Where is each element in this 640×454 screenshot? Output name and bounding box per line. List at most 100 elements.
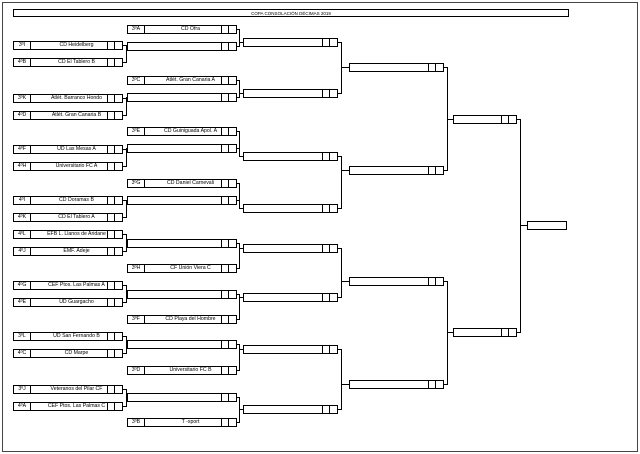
round2-slot [243,293,338,302]
team-code: 4ºL [14,231,31,238]
team-code: 3ºE [128,128,145,135]
connector-line [447,332,453,333]
score-cell [107,146,115,153]
team-code: 3ºD [128,367,145,374]
score-cell [501,329,509,336]
connector-line [239,156,243,157]
score-cell [107,163,115,170]
connector-line [447,119,453,120]
connector-line [123,406,127,407]
quarterfinal-slot [349,166,444,175]
score-cell [221,197,229,204]
score-cell [228,316,236,323]
connector-line [338,208,342,209]
connector-line [123,45,127,46]
team-name: EFB L. Llanos de Aridane [47,231,106,237]
score-cell [107,282,115,289]
connector-line [123,217,127,218]
team-name: UD San Fernando B [53,333,100,339]
semifinal-slot [453,115,517,124]
connector-line [444,281,448,282]
connector-line [520,119,521,333]
team-code: 4ºC [14,350,31,357]
team-name: CEF Ptos. Las Palmas C [47,403,106,409]
team-code: 3ºL [14,333,31,340]
connector-line [239,294,240,320]
score-cell [107,59,115,66]
round2-slot [243,244,338,253]
score-cell [435,64,443,71]
connector-line [237,243,240,244]
score-cell [114,386,122,393]
semifinal-slot [453,328,517,337]
connector-line [237,422,240,423]
round1-winner-slot [127,144,237,153]
score-cell [501,116,509,123]
team-code: 4ºA [14,403,31,410]
round1-winner-slot [127,393,237,402]
score-cell [329,245,337,252]
connector-line [237,200,240,201]
entry-slot: 4ºL EFB L. Llanos de Aridane [13,230,123,239]
connector-line [123,62,127,63]
team-name: CD Heidelberg [59,42,94,48]
score-cell [221,180,229,187]
score-cell [322,294,330,301]
team-name: Atlét. Gran Canaria A [165,77,216,83]
team-code: 4ºI [14,197,31,204]
score-cell [221,128,229,135]
connector-line [447,281,448,385]
score-cell [221,291,229,298]
team-name: Universitario FC A [55,163,98,169]
score-cell [228,43,236,50]
score-cell [228,394,236,401]
round1-winner-slot [127,93,237,102]
connector-line [123,115,127,116]
score-cell [228,128,236,135]
score-cell [329,90,337,97]
score-cell [228,145,236,152]
quarterfinal-slot [349,63,444,72]
connector-line [239,349,243,350]
quarterfinal-slot [349,380,444,389]
entry-slot: 4ºA CEF Ptos. Las Palmas C [13,402,123,411]
score-cell [428,167,436,174]
round1-winner-slot [127,239,237,248]
connector-line [338,93,342,94]
score-cell [322,205,330,212]
score-cell [221,240,229,247]
score-cell [114,59,122,66]
score-cell [221,94,229,101]
score-cell [114,248,122,255]
quarterfinal-slot [349,277,444,286]
score-cell [107,214,115,221]
connector-line [239,80,240,98]
connector-line [123,353,127,354]
score-cell [114,42,122,49]
score-cell [228,197,236,204]
round2-slot [243,204,338,213]
team-code: 3ºJ [14,386,31,393]
score-cell [228,419,236,426]
entry-slot: 3ºL UD San Fernando B [13,332,123,341]
team-name: CF Unión Viera C [170,265,211,271]
score-cell [435,278,443,285]
score-cell [221,316,229,323]
score-cell [228,341,236,348]
team-code: 4ºH [14,163,31,170]
connector-line [126,336,127,354]
connector-line [338,156,342,157]
team-code: 3ºH [128,265,145,272]
bye-slot: 3ºH CF Unión Viera C [127,264,237,273]
score-cell [114,299,122,306]
